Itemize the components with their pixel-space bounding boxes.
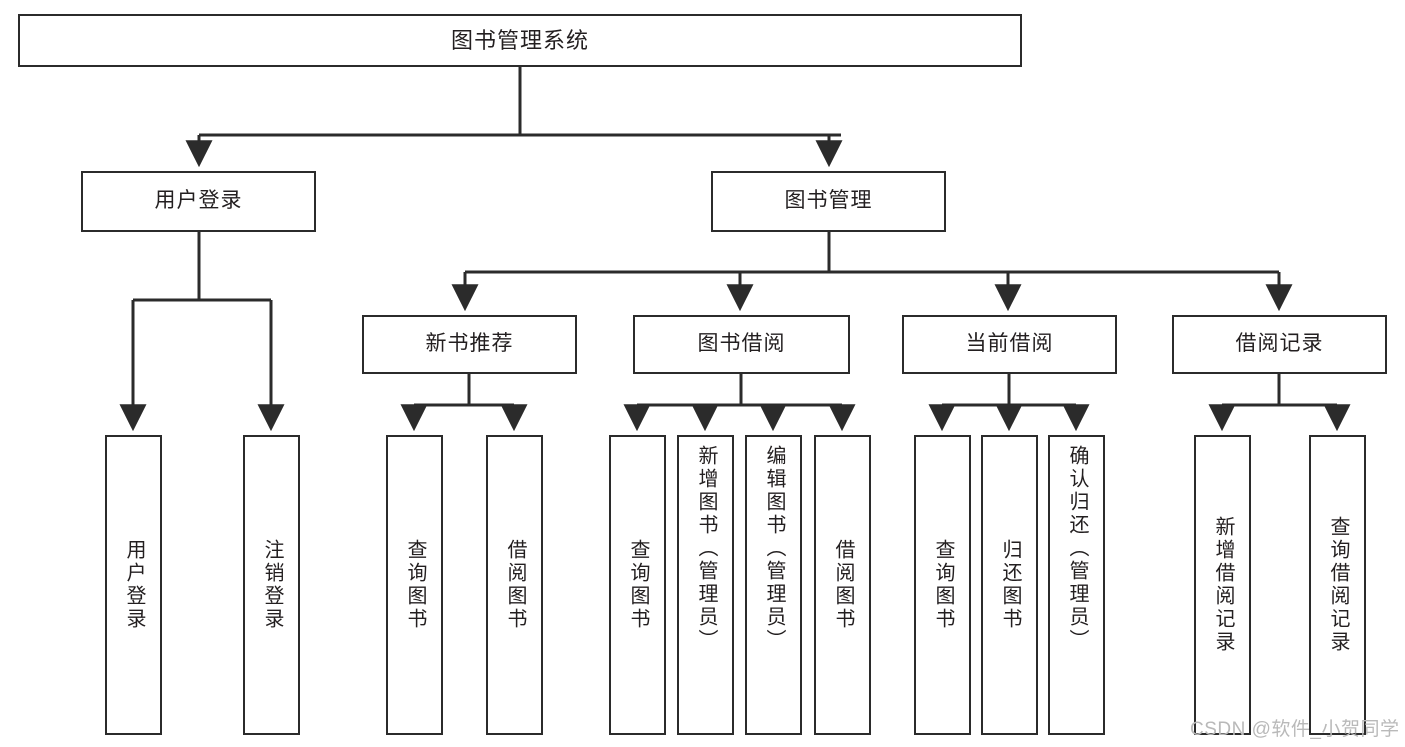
leaf-user-login-label: 用户登录 bbox=[123, 539, 145, 631]
node-new-book-recommend[interactable]: 新书推荐 bbox=[362, 315, 577, 374]
leaf-add-book[interactable]: 新增图书（管理员） bbox=[677, 435, 734, 735]
leaf-query-book-3-label: 查询图书 bbox=[932, 539, 954, 631]
node-borrow-record[interactable]: 借阅记录 bbox=[1172, 315, 1387, 374]
leaf-query-book-1[interactable]: 查询图书 bbox=[386, 435, 443, 735]
node-book-borrow-label: 图书借阅 bbox=[697, 332, 786, 356]
leaf-query-borrow-record-label: 查询借阅记录 bbox=[1327, 516, 1349, 654]
leaf-borrow-book-2[interactable]: 借阅图书 bbox=[814, 435, 871, 735]
leaf-borrow-book-2-label: 借阅图书 bbox=[832, 539, 854, 631]
leaf-borrow-book-1[interactable]: 借阅图书 bbox=[486, 435, 543, 735]
leaf-add-book-label: 新增图书（管理员） bbox=[695, 445, 717, 652]
leaf-logout[interactable]: 注销登录 bbox=[243, 435, 300, 735]
leaf-query-borrow-record[interactable]: 查询借阅记录 bbox=[1309, 435, 1366, 735]
leaf-return-book-label: 归还图书 bbox=[999, 539, 1021, 631]
leaf-query-book-3[interactable]: 查询图书 bbox=[914, 435, 971, 735]
leaf-user-login[interactable]: 用户登录 bbox=[105, 435, 162, 735]
node-book-manage-label: 图书管理 bbox=[784, 189, 873, 213]
node-borrow-record-label: 借阅记录 bbox=[1235, 332, 1324, 356]
node-new-book-recommend-label: 新书推荐 bbox=[425, 332, 514, 356]
node-current-borrow-label: 当前借阅 bbox=[965, 332, 1054, 356]
node-user-login[interactable]: 用户登录 bbox=[81, 171, 316, 232]
leaf-confirm-return[interactable]: 确认归还（管理员） bbox=[1048, 435, 1105, 735]
leaf-edit-book-label: 编辑图书（管理员） bbox=[763, 445, 785, 652]
leaf-edit-book[interactable]: 编辑图书（管理员） bbox=[745, 435, 802, 735]
node-user-login-label: 用户登录 bbox=[154, 189, 243, 213]
leaf-query-book-2-label: 查询图书 bbox=[627, 539, 649, 631]
leaf-confirm-return-label: 确认归还（管理员） bbox=[1066, 445, 1088, 652]
leaf-query-book-1-label: 查询图书 bbox=[404, 539, 426, 631]
leaf-logout-label: 注销登录 bbox=[261, 539, 283, 631]
leaf-query-book-2[interactable]: 查询图书 bbox=[609, 435, 666, 735]
node-root-label: 图书管理系统 bbox=[450, 27, 589, 53]
leaf-return-book[interactable]: 归还图书 bbox=[981, 435, 1038, 735]
leaf-add-borrow-record-label: 新增借阅记录 bbox=[1212, 516, 1234, 654]
csdn-watermark: CSDN @软件_小贺同学 bbox=[1190, 719, 1400, 740]
leaf-add-borrow-record[interactable]: 新增借阅记录 bbox=[1194, 435, 1251, 735]
leaf-borrow-book-1-label: 借阅图书 bbox=[504, 539, 526, 631]
node-root[interactable]: 图书管理系统 bbox=[18, 14, 1022, 67]
node-current-borrow[interactable]: 当前借阅 bbox=[902, 315, 1117, 374]
node-book-borrow[interactable]: 图书借阅 bbox=[633, 315, 850, 374]
node-book-manage[interactable]: 图书管理 bbox=[711, 171, 946, 232]
